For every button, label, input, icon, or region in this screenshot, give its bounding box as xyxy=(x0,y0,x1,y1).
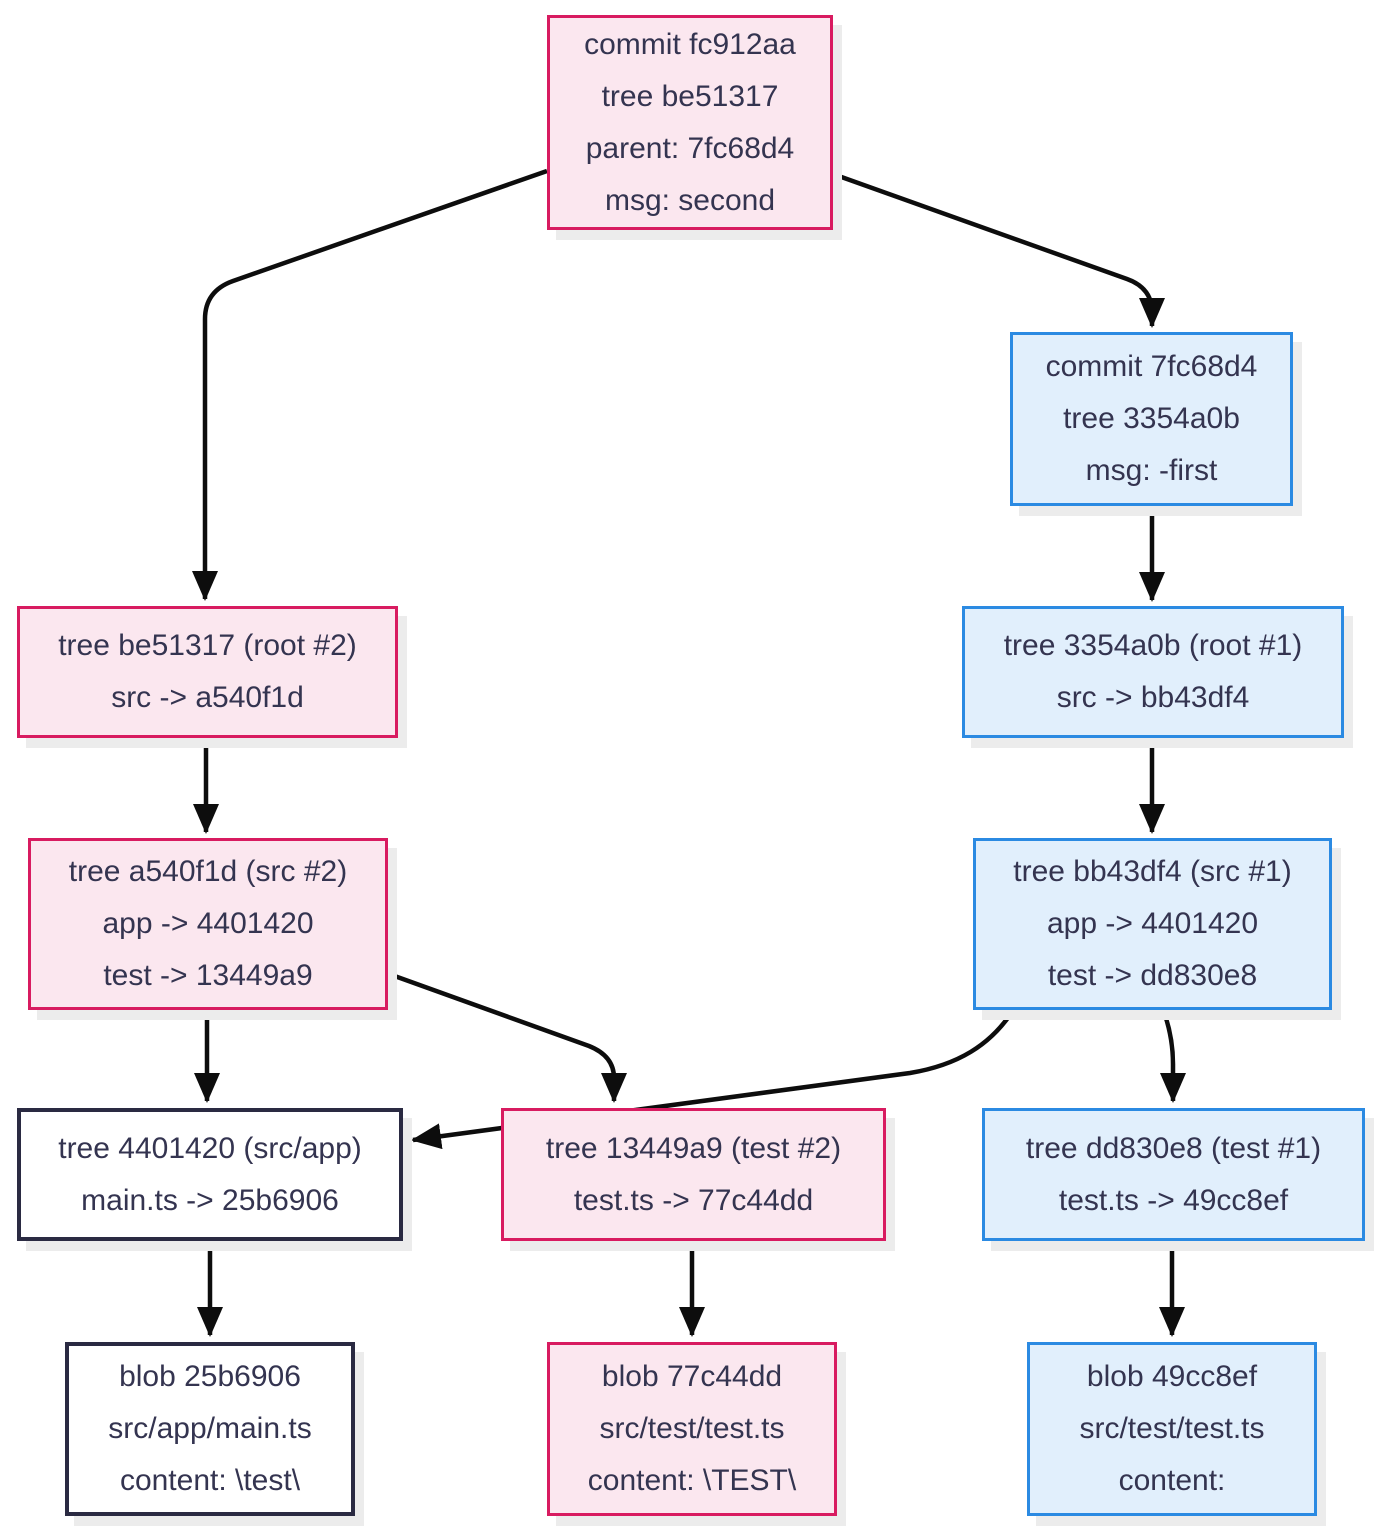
node-line: content: xyxy=(1118,1464,1226,1497)
node-line: test -> 13449a9 xyxy=(103,959,313,992)
node-line: tree 3354a0b xyxy=(1063,402,1240,435)
node-line: app -> 4401420 xyxy=(102,907,314,940)
node-line: test -> dd830e8 xyxy=(1047,959,1258,992)
node-blob-49cc8ef: blob 49cc8ef src/test/test.ts content: xyxy=(1027,1342,1317,1516)
edge-tree-bb43df4-to-tree-dd830e8 xyxy=(1160,1011,1186,1103)
node-blob-25b6906: blob 25b6906 src/app/main.ts content: \t… xyxy=(65,1342,355,1516)
node-line: tree dd830e8 (test #1) xyxy=(1025,1131,1322,1165)
node-tree-bb43df4: tree bb43df4 (src #1) app -> 4401420 tes… xyxy=(973,838,1332,1010)
node-line: commit fc912aa xyxy=(584,27,796,61)
edge-commit-fc912aa-to-tree-be51317 xyxy=(192,168,548,601)
node-line: tree 4401420 (src/app) xyxy=(58,1131,362,1165)
node-line: src -> bb43df4 xyxy=(1056,681,1250,714)
node-tree-be51317: tree be51317 (root #2) src -> a540f1d xyxy=(17,606,398,738)
node-line: commit 7fc68d4 xyxy=(1045,350,1258,383)
node-line: app -> 4401420 xyxy=(1046,907,1259,940)
node-tree-dd830e8: tree dd830e8 (test #1) test.ts -> 49cc8e… xyxy=(982,1108,1365,1241)
node-line: blob 49cc8ef xyxy=(1086,1360,1258,1393)
node-line: content: \TEST\ xyxy=(587,1464,797,1497)
node-line: tree be51317 (root #2) xyxy=(58,629,357,662)
node-line: msg: second xyxy=(604,183,776,217)
node-tree-a540f1d: tree a540f1d (src #2) app -> 4401420 tes… xyxy=(28,838,388,1010)
node-line: src/app/main.ts xyxy=(108,1412,312,1445)
node-commit-fc912aa: commit fc912aa tree be51317 parent: 7fc6… xyxy=(547,15,833,230)
node-line: blob 77c44dd xyxy=(601,1360,783,1393)
node-line: test.ts -> 77c44dd xyxy=(573,1183,814,1217)
node-line: tree bb43df4 (src #1) xyxy=(1013,855,1292,888)
node-line: tree 13449a9 (test #2) xyxy=(545,1131,842,1165)
node-line: tree 3354a0b (root #1) xyxy=(1003,629,1303,662)
node-tree-3354a0b: tree 3354a0b (root #1) src -> bb43df4 xyxy=(962,606,1344,738)
node-line: msg: -first xyxy=(1085,454,1218,487)
node-line: main.ts -> 25b6906 xyxy=(81,1183,339,1217)
node-tree-13449a9: tree 13449a9 (test #2) test.ts -> 77c44d… xyxy=(501,1108,886,1241)
node-blob-77c44dd: blob 77c44dd src/test/test.ts content: \… xyxy=(547,1342,837,1516)
node-line: src/test/test.ts xyxy=(599,1412,785,1445)
node-line: test.ts -> 49cc8ef xyxy=(1058,1183,1289,1217)
node-line: content: \test\ xyxy=(119,1464,301,1497)
node-line: blob 25b6906 xyxy=(119,1360,301,1393)
node-line: parent: 7fc68d4 xyxy=(585,131,795,165)
node-line: src -> a540f1d xyxy=(111,681,304,714)
edge-tree-a540f1d-to-tree-13449a9 xyxy=(388,971,627,1103)
node-line: tree be51317 xyxy=(601,79,779,113)
edge-tree-bb43df4-to-tree-4401420 xyxy=(411,1010,1014,1150)
node-tree-4401420: tree 4401420 (src/app) main.ts -> 25b690… xyxy=(17,1108,403,1241)
node-line: tree a540f1d (src #2) xyxy=(68,855,348,888)
node-line: src/test/test.ts xyxy=(1079,1412,1265,1445)
node-commit-7fc68d4: commit 7fc68d4 tree 3354a0b msg: -first xyxy=(1010,332,1293,506)
edge-commit-fc912aa-to-commit-7fc68d4 xyxy=(832,171,1165,328)
